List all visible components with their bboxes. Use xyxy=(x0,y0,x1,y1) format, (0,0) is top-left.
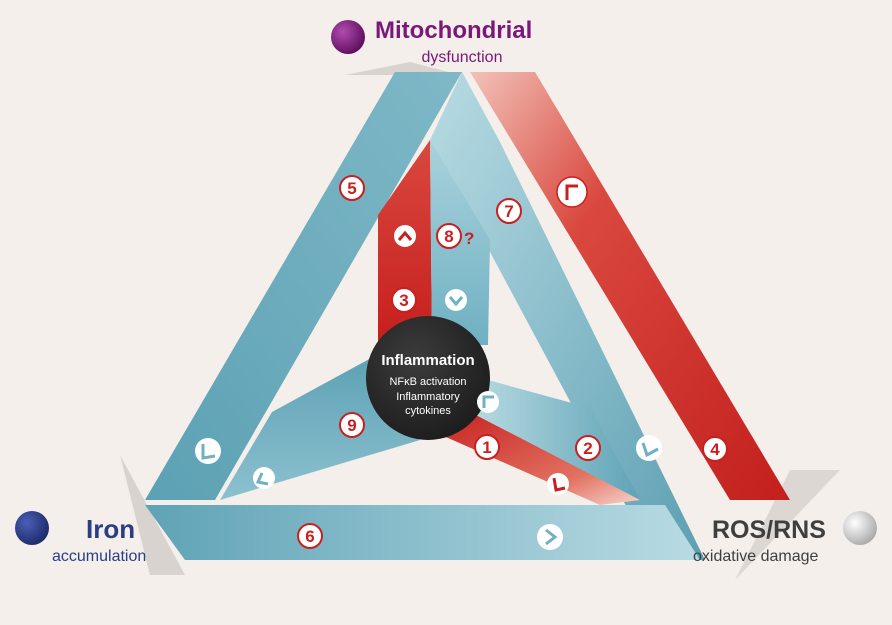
mitochondrial-subtitle: dysfunction xyxy=(422,49,503,66)
svg-text:2: 2 xyxy=(583,439,592,458)
band-blue-outer-left xyxy=(145,72,462,500)
marker-2: 2 xyxy=(575,435,601,461)
ros-title: ROS/RNS xyxy=(712,516,826,544)
chevron-icon xyxy=(547,473,569,495)
svg-text:1: 1 xyxy=(482,438,491,457)
chevron-icon xyxy=(636,435,662,461)
marker-3: 3 xyxy=(391,287,417,313)
svg-text:4: 4 xyxy=(710,440,720,459)
chevron-icon xyxy=(394,225,416,247)
ros-ball xyxy=(843,511,877,545)
marker-9: 9 xyxy=(339,412,365,438)
svg-text:8: 8 xyxy=(444,227,453,246)
marker-4: 4 xyxy=(702,436,728,462)
svg-text:9: 9 xyxy=(347,416,356,435)
inflammation-circle xyxy=(366,316,490,440)
band-blue-inner-lower-right xyxy=(470,375,640,500)
marker-8-question: ? xyxy=(464,229,474,248)
chevron-icon xyxy=(556,176,588,208)
corner-shadow-right xyxy=(735,470,840,580)
svg-text:6: 6 xyxy=(305,527,314,546)
center-title: Inflammation xyxy=(381,352,474,369)
ros-subtitle: oxidative damage xyxy=(693,548,819,565)
band-blue-inner-right xyxy=(430,72,705,560)
center-line-2: Inflammatory xyxy=(396,391,460,403)
chevron-icon xyxy=(537,524,563,550)
band-blue-bottom xyxy=(145,505,700,560)
band-red-outer-right xyxy=(470,72,790,500)
chevron-icon xyxy=(253,467,275,489)
iron-title: Iron xyxy=(86,514,135,544)
chevron-icon xyxy=(195,438,221,464)
svg-text:5: 5 xyxy=(347,179,356,198)
svg-text:3: 3 xyxy=(399,291,408,310)
marker-5: 5 xyxy=(339,175,365,201)
svg-text:7: 7 xyxy=(504,202,513,221)
center-line-3: cytokines xyxy=(405,405,451,417)
marker-7: 7 xyxy=(496,198,522,224)
mitochondrial-title: Mitochondrial xyxy=(375,17,532,44)
marker-8: 8 xyxy=(436,223,462,249)
iron-ball xyxy=(15,511,49,545)
marker-1: 1 xyxy=(474,434,500,460)
marker-6: 6 xyxy=(297,523,323,549)
center-line-1: NFκB activation xyxy=(389,376,466,388)
iron-subtitle: accumulation xyxy=(52,548,146,565)
chevron-icon xyxy=(445,289,467,311)
chevron-icon xyxy=(477,391,499,413)
mitochondrial-ball xyxy=(331,20,365,54)
corner-shadow-top xyxy=(345,62,460,75)
